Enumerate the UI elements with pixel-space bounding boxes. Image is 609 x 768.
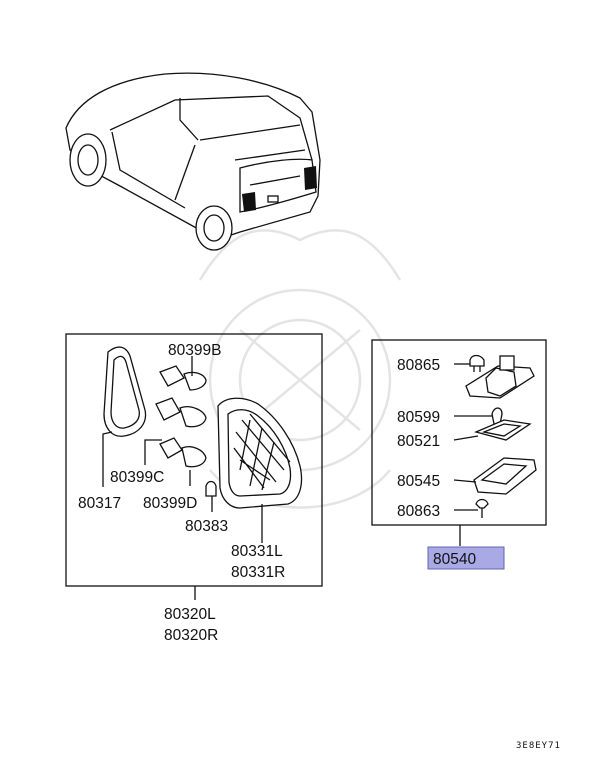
gasket-80521 — [474, 419, 532, 441]
leader-80399c — [144, 439, 162, 465]
label-80331l: 80331L — [231, 543, 283, 560]
lens-80331 — [217, 397, 303, 509]
label-80865: 80865 — [397, 357, 440, 374]
bulb-socket-80399c — [155, 397, 207, 468]
rear-combination-lamp-group-box — [65, 333, 323, 587]
label-80320r: 80320R — [164, 627, 218, 644]
lens-80545 — [473, 457, 537, 495]
label-80545: 80545 — [397, 473, 440, 490]
label-80331r: 80331R — [231, 564, 285, 581]
leader-80317 — [102, 431, 113, 487]
label-80320l: 80320L — [164, 606, 216, 623]
housing-80865-assembly — [465, 355, 535, 399]
leader-80545 — [453, 479, 477, 483]
label-80317: 80317 — [78, 495, 121, 512]
label-80540[interactable]: 80540 — [433, 551, 476, 568]
screw-80865 — [469, 354, 485, 372]
label-80399b: 80399B — [168, 342, 221, 359]
bulb-socket-80399b — [159, 365, 207, 391]
screw-80863 — [475, 498, 489, 518]
diagram-code: 3E8EY71 — [516, 741, 561, 751]
label-80521: 80521 — [397, 433, 440, 450]
bulb-80383 — [205, 480, 217, 497]
label-80383: 80383 — [185, 518, 228, 535]
label-80599: 80599 — [397, 409, 440, 426]
label-80863: 80863 — [397, 503, 440, 520]
car-illustration — [65, 72, 321, 251]
label-80399d: 80399D — [143, 495, 197, 512]
label-80399c: 80399C — [110, 469, 164, 486]
leader-80521 — [453, 435, 479, 441]
gasket-80317 — [103, 346, 147, 437]
license-plate-lamp-group-box — [371, 339, 547, 526]
highlight-80540[interactable] — [427, 546, 505, 570]
